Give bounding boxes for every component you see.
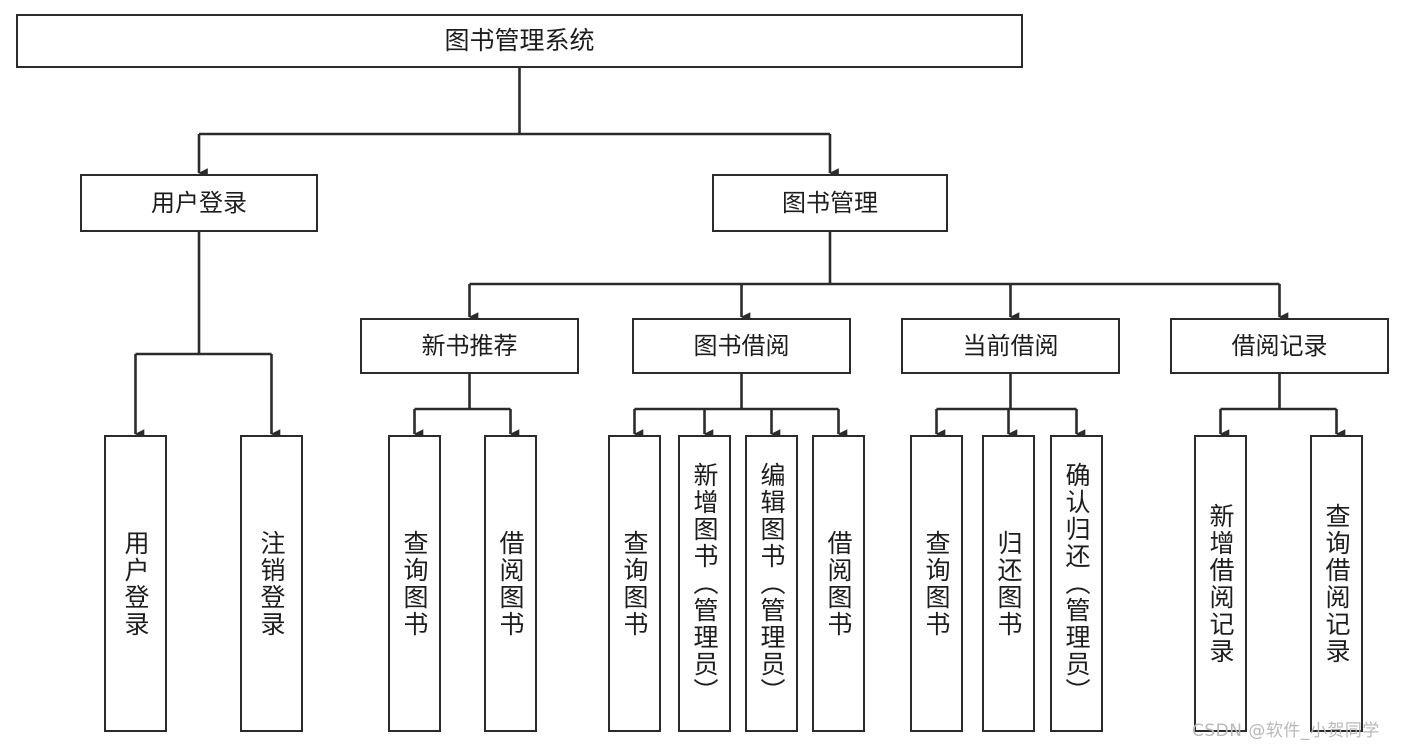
node-leaf-add-book[interactable]: 新增图书（管理员） [678,435,731,732]
node-label-user-login: 用户登录 [151,188,247,217]
node-new-book-rec[interactable]: 新书推荐 [360,318,579,374]
node-leaf-return-book[interactable]: 归还图书 [982,435,1035,732]
node-label-leaf-logout: 注销登录 [257,529,286,638]
node-leaf-edit-book[interactable]: 编辑图书（管理员） [745,435,798,732]
node-label-book-manage: 图书管理 [782,188,878,217]
node-label-leaf-edit-book: 编辑图书（管理员） [757,462,786,705]
node-label-leaf-query-record: 查询借阅记录 [1322,502,1351,665]
node-label-leaf-query-book-3: 查询图书 [922,529,951,638]
node-label-leaf-query-book-1: 查询图书 [400,529,429,638]
node-leaf-query-book-3[interactable]: 查询图书 [910,435,963,732]
node-label-leaf-user-login: 用户登录 [121,529,150,638]
node-label-leaf-borrow-book-2: 借阅图书 [824,529,853,638]
node-leaf-borrow-book-1[interactable]: 借阅图书 [484,435,537,732]
node-leaf-query-book-1[interactable]: 查询图书 [388,435,441,732]
node-book-manage[interactable]: 图书管理 [712,174,948,232]
node-label-leaf-query-book-2: 查询图书 [620,529,649,638]
node-current-borrow[interactable]: 当前借阅 [901,318,1120,374]
node-borrow-record[interactable]: 借阅记录 [1170,318,1389,374]
node-leaf-query-book-2[interactable]: 查询图书 [608,435,661,732]
node-leaf-borrow-book-2[interactable]: 借阅图书 [812,435,865,732]
node-leaf-logout[interactable]: 注销登录 [240,435,303,732]
node-book-borrow[interactable]: 图书借阅 [632,318,851,374]
node-label-leaf-borrow-book-1: 借阅图书 [496,529,525,638]
node-label-book-borrow: 图书借阅 [693,331,790,360]
node-leaf-query-record[interactable]: 查询借阅记录 [1310,435,1363,732]
csdn-watermark: CSDN @软件_小贺同学 [1192,721,1380,741]
node-root[interactable]: 图书管理系统 [16,14,1023,68]
node-label-borrow-record: 借阅记录 [1231,331,1328,360]
node-label-current-borrow: 当前借阅 [962,331,1059,360]
node-label-leaf-return-book: 归还图书 [994,529,1023,638]
node-label-leaf-add-record: 新增借阅记录 [1206,502,1235,665]
node-user-login[interactable]: 用户登录 [80,174,318,232]
node-label-root: 图书管理系统 [444,26,595,56]
node-label-new-book-rec: 新书推荐 [421,331,518,360]
node-leaf-confirm-return[interactable]: 确认归还（管理员） [1050,435,1103,732]
node-label-leaf-confirm-return: 确认归还（管理员） [1062,462,1091,705]
node-label-leaf-add-book: 新增图书（管理员） [690,462,719,705]
node-leaf-user-login[interactable]: 用户登录 [104,435,167,732]
node-leaf-add-record[interactable]: 新增借阅记录 [1194,435,1247,732]
